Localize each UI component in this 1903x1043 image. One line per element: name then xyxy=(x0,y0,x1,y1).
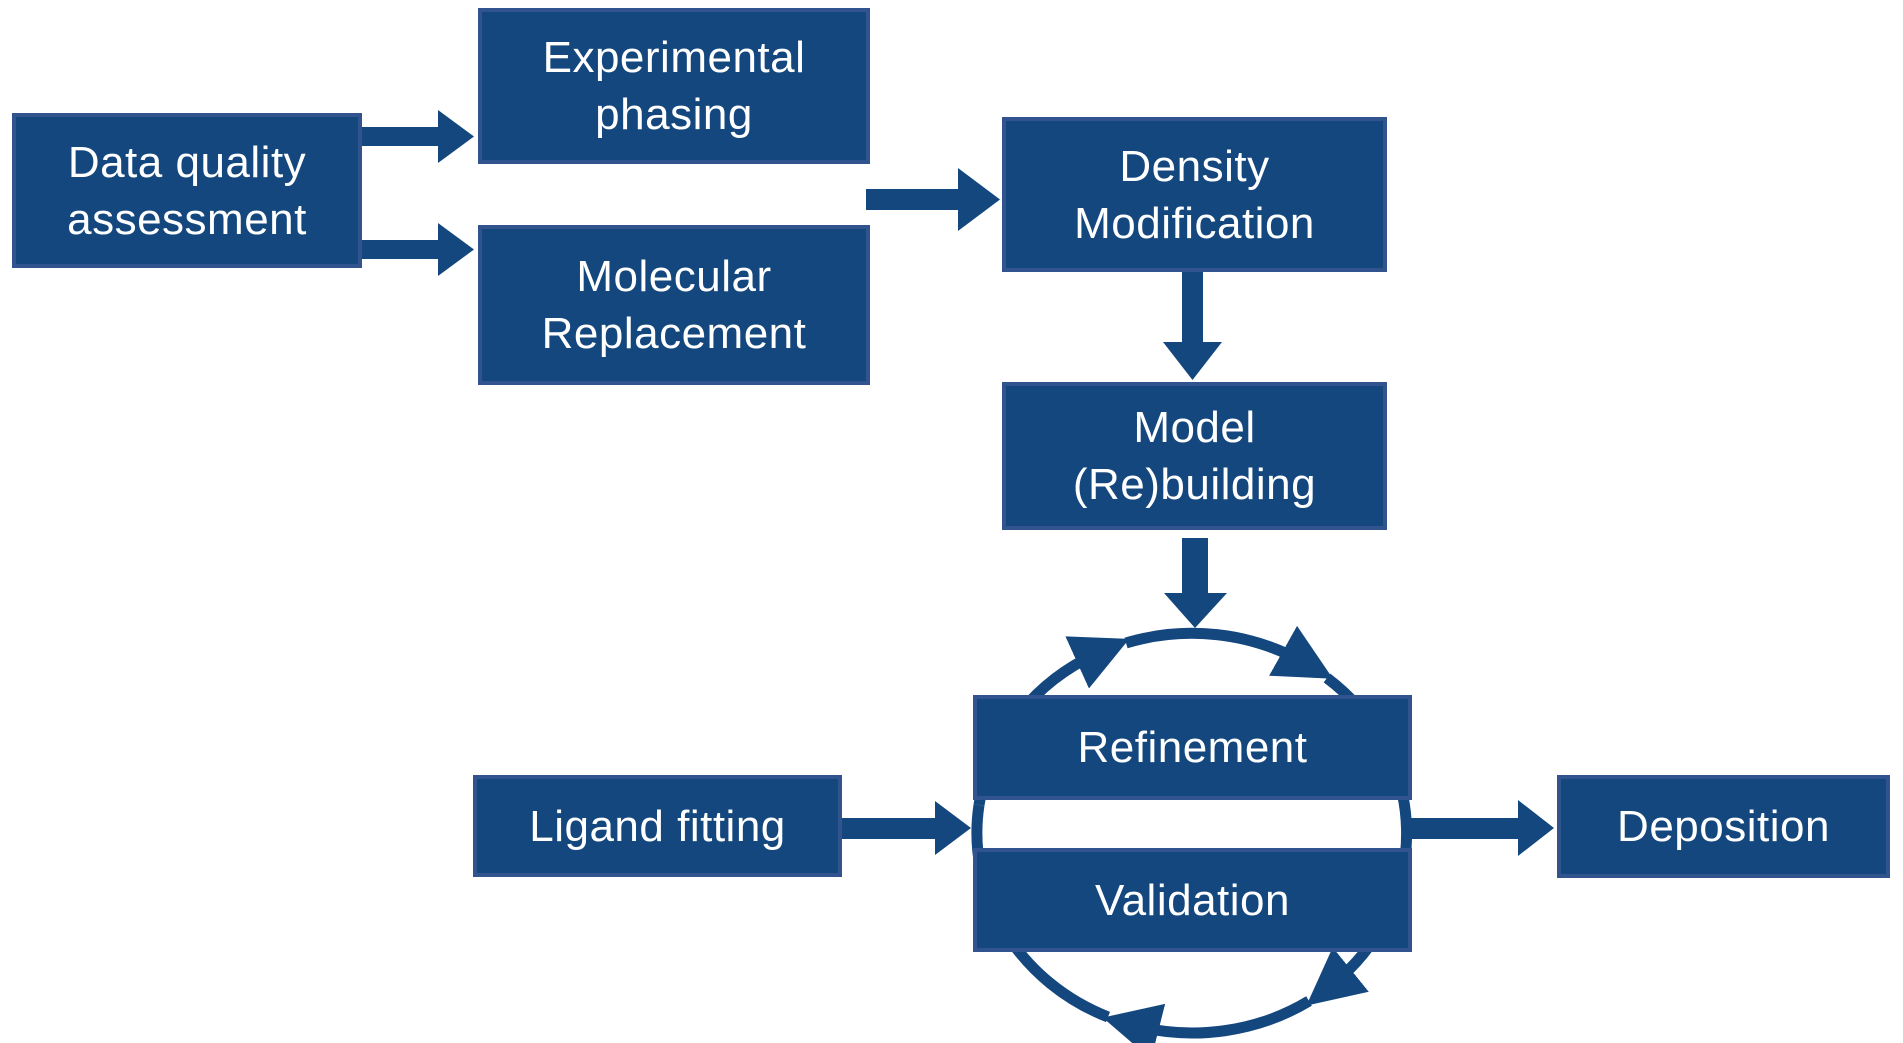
node-density-modification: Density Modification xyxy=(1002,117,1387,272)
arrow-density-to-model-rebuilding xyxy=(1163,272,1222,380)
refinement-validation-cycle-icon xyxy=(971,625,1413,1043)
node-density-modification-label: Density Modification xyxy=(1074,141,1315,248)
arrow-model-to-refinement-cycle xyxy=(1164,538,1227,628)
node-deposition-label: Deposition xyxy=(1617,802,1830,851)
node-ligand-fitting: Ligand fitting xyxy=(473,775,842,877)
node-model-rebuilding: Model (Re)building xyxy=(1002,382,1387,530)
cycle-arc-top-right xyxy=(1124,625,1333,679)
node-validation-label: Validation xyxy=(1095,875,1290,925)
node-refinement: Refinement xyxy=(973,695,1412,800)
arrow-cycle-to-deposition xyxy=(1410,800,1554,856)
arrow-ligand-to-refinement-cycle xyxy=(842,801,971,855)
node-experimental-phasing: Experimental phasing xyxy=(478,8,870,164)
node-molecular-replacement-label: Molecular Replacement xyxy=(541,252,807,358)
node-experimental-phasing-label: Experimental phasing xyxy=(542,33,806,139)
cycle-arc-bottom-left xyxy=(1102,996,1312,1043)
node-deposition: Deposition xyxy=(1557,775,1890,878)
arrow-data-quality-to-molecular-replacement xyxy=(362,223,474,276)
node-data-quality-assessment-label: Data quality assessment xyxy=(67,137,307,244)
node-refinement-label: Refinement xyxy=(1077,723,1308,772)
node-ligand-fitting-label: Ligand fitting xyxy=(529,801,786,851)
arrow-data-quality-to-experimental-phasing xyxy=(362,110,474,163)
node-model-rebuilding-label: Model (Re)building xyxy=(1072,403,1317,509)
node-molecular-replacement: Molecular Replacement xyxy=(478,225,870,385)
node-data-quality-assessment: Data quality assessment xyxy=(12,113,362,268)
node-validation: Validation xyxy=(973,848,1412,952)
arrow-phasing-to-density-modification xyxy=(866,168,1000,231)
